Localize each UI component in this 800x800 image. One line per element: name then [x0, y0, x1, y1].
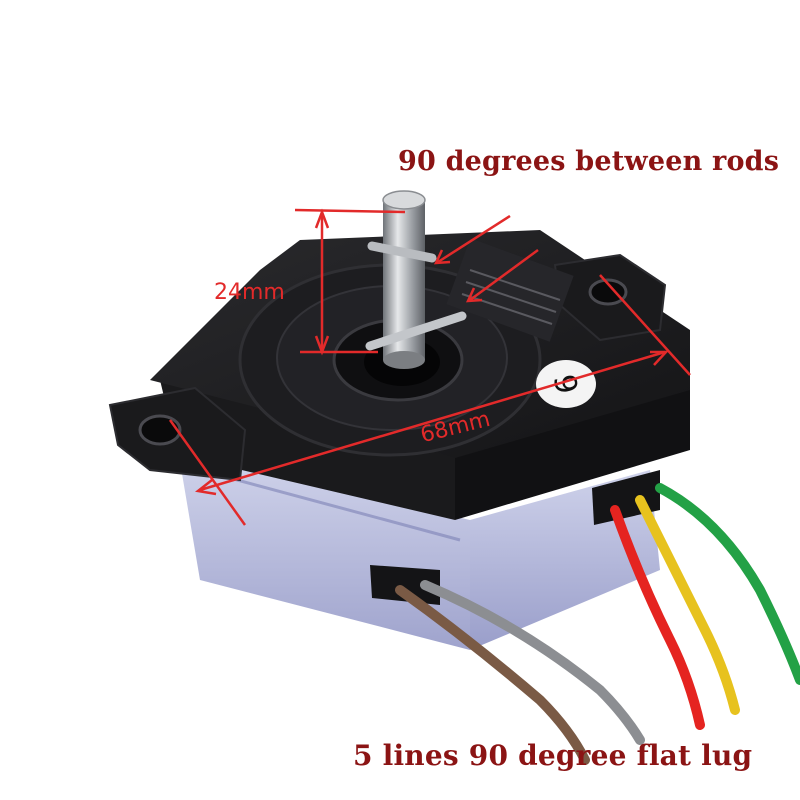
printed-label — [446, 238, 574, 342]
dimension-height-lines — [294, 208, 406, 356]
caption-rod-angle: 90 degrees between rods — [398, 146, 780, 177]
wire-bundle — [395, 483, 800, 765]
connector-left — [370, 565, 440, 605]
rod-upper — [367, 241, 437, 263]
dial-number-sticker: 6 — [536, 360, 596, 408]
rod-pointer-arrows — [433, 214, 539, 303]
right-mounting-lug — [553, 253, 667, 342]
dimension-label-height: 24mm — [214, 280, 285, 305]
dimension-width-lines — [168, 274, 691, 526]
rod-lower — [365, 311, 467, 351]
caption-wiring: 5 lines 90 degree flat lug — [353, 739, 753, 772]
left-mounting-lug — [108, 386, 247, 482]
